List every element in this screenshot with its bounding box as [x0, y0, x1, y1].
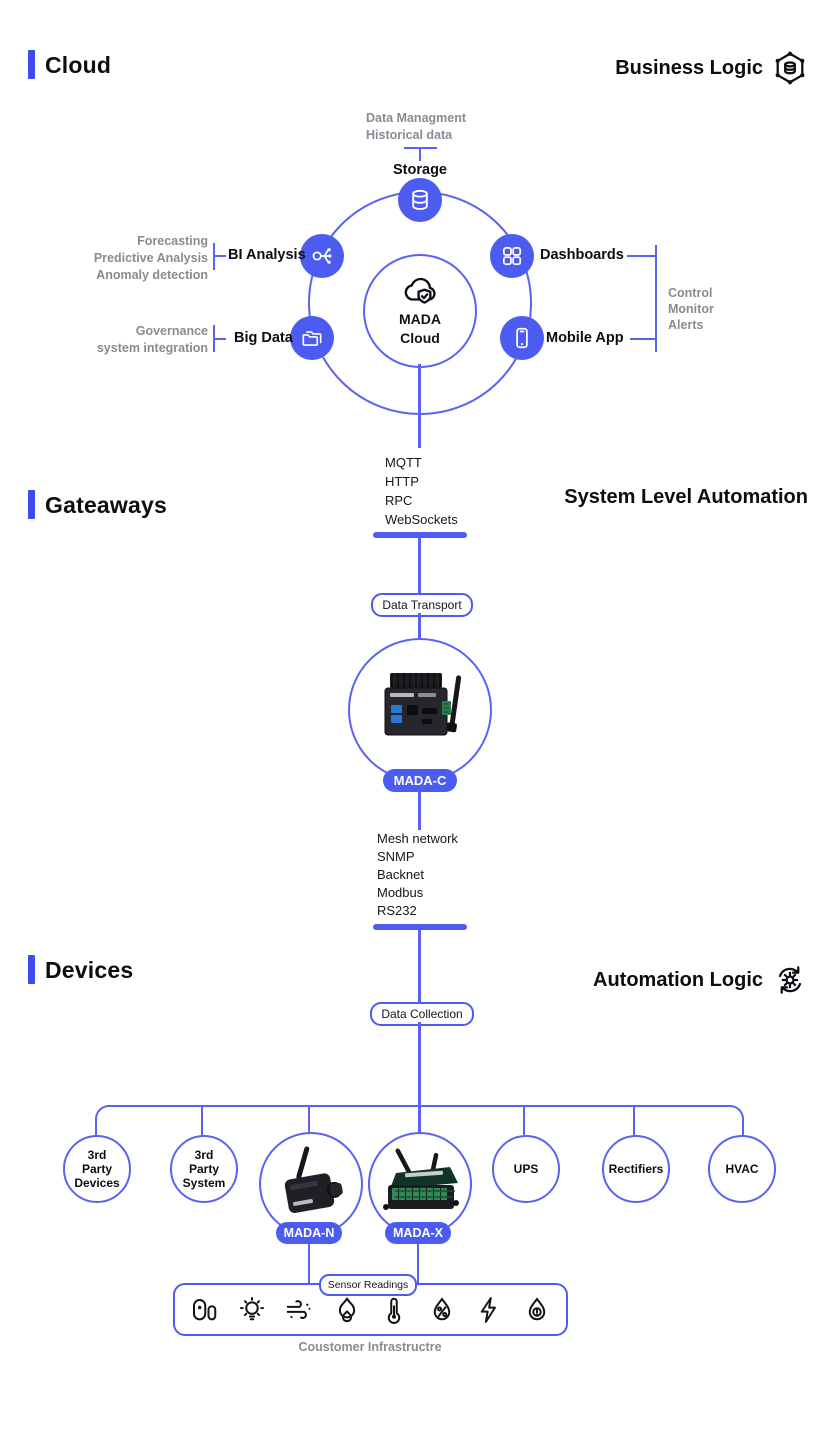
mada-n-circle — [259, 1132, 363, 1236]
mada-x-sensor-connector — [417, 1244, 419, 1284]
protocol-item: SNMP — [377, 849, 415, 864]
control-annotation: Control Monitor Alerts — [668, 286, 714, 332]
door-contact-icon — [189, 1295, 219, 1325]
big-data-label: Big Data — [234, 330, 293, 346]
light-icon — [237, 1295, 267, 1325]
storage-node — [398, 178, 442, 222]
big-data-node — [290, 316, 334, 360]
protocol-item: MQTT — [385, 455, 422, 470]
fire-icon — [332, 1295, 362, 1325]
gateway-bus-bar — [373, 532, 467, 538]
gateways-section-title: Gateaways — [45, 492, 167, 518]
gateway-protocols-list: Mesh network SNMP Backnet Modbus RS232 — [377, 830, 458, 920]
protocol-item: HTTP — [385, 474, 419, 489]
power-icon — [474, 1295, 504, 1325]
storage-label: Storage — [393, 162, 447, 178]
bi-analysis-node — [300, 234, 344, 278]
devices-section-title: Devices — [45, 957, 134, 983]
big-data-bracket-h — [213, 338, 226, 340]
customer-infrastructure-label: Coustomer Infrastructre — [298, 1340, 442, 1354]
pill-gateway-connector — [418, 613, 421, 640]
collection-tree-connector — [418, 1022, 421, 1132]
air-quality-icon — [284, 1295, 314, 1325]
system-level-automation-label: System Level Automation — [564, 486, 808, 508]
cloud-protocols-list: MQTT HTTP RPC WebSockets — [385, 453, 458, 529]
ups-circle: UPS — [492, 1135, 560, 1203]
folders-icon — [299, 325, 325, 351]
sensor-readings-box — [173, 1283, 568, 1336]
temperature-icon — [379, 1295, 409, 1325]
data-transport-pill: Data Transport — [371, 593, 473, 617]
third-party-devices-circle: 3rd Party Devices — [63, 1135, 131, 1203]
sensor-readings-pill: Sensor Readings — [319, 1274, 417, 1296]
mada-cloud-label: MADA Cloud — [399, 311, 441, 346]
protocol-item: Mesh network — [377, 831, 458, 846]
business-logic-label: Business Logic — [615, 56, 763, 79]
devices-section-bar — [28, 955, 35, 984]
smartphone-icon — [509, 325, 535, 351]
business-logic-label-group: Business Logic — [615, 50, 808, 86]
automation-logic-label-group: Automation Logic — [593, 962, 808, 998]
automation-logic-icon — [772, 962, 808, 998]
mobile-app-label: Mobile App — [546, 330, 624, 346]
mada-n-pill: MADA-N — [276, 1222, 342, 1244]
mada-c-device-image — [370, 667, 470, 753]
hvac-circle: HVAC — [708, 1135, 776, 1203]
gateway-circle — [348, 638, 492, 782]
database-icon — [407, 187, 433, 213]
drop-line — [201, 1107, 203, 1135]
cloud-gateway-connector — [418, 364, 421, 448]
third-party-system-circle: 3rd Party System — [170, 1135, 238, 1203]
dashboard-grid-icon — [499, 243, 525, 269]
rectifiers-circle: Rectifiers — [602, 1135, 670, 1203]
dashboards-label: Dashboards — [540, 247, 624, 263]
mobile-app-node — [500, 316, 544, 360]
cloud-section-bar — [28, 50, 35, 79]
mobile-line — [630, 338, 655, 340]
protocol-item: RPC — [385, 493, 413, 508]
data-collection-pill: Data Collection — [370, 1002, 474, 1026]
mada-x-pill: MADA-X — [385, 1222, 451, 1244]
mada-cloud-circle: MADA Cloud — [363, 254, 477, 368]
business-logic-icon — [772, 50, 808, 86]
drop-line — [308, 1107, 310, 1132]
drop-line — [523, 1107, 525, 1135]
big-data-annotation: Governance system integration — [96, 324, 208, 355]
bar-pill-connector — [418, 538, 421, 593]
water-leak-icon — [522, 1295, 552, 1325]
right-bracket-v — [655, 245, 657, 352]
bi-bracket-h — [213, 255, 226, 257]
devices-bus-bar — [373, 924, 467, 930]
devices-tree-line — [95, 1105, 744, 1136]
humidity-icon — [427, 1295, 457, 1325]
dashboards-line — [627, 255, 655, 257]
bi-analysis-annotation: Forecasting Predictive Analysis Anomaly … — [93, 234, 208, 282]
cloud-section-title: Cloud — [45, 52, 112, 78]
drop-line — [633, 1107, 635, 1135]
protocol-item: WebSockets — [385, 512, 458, 527]
protocol-item: RS232 — [377, 903, 417, 918]
bi-analysis-label: BI Analysis — [228, 247, 306, 263]
mada-x-circle — [368, 1132, 472, 1236]
cloud-check-icon — [400, 274, 440, 308]
protocol-item: Modbus — [377, 885, 424, 900]
ai-network-icon — [309, 243, 335, 269]
mada-c-pill: MADA-C — [383, 769, 457, 792]
mada-n-device-image — [273, 1144, 349, 1224]
mada-x-device-image — [378, 1145, 462, 1223]
protocol-item: Backnet — [377, 867, 424, 882]
automation-logic-label: Automation Logic — [593, 968, 763, 991]
storage-bracket-v — [419, 147, 421, 161]
gateways-section-bar — [28, 490, 35, 519]
mada-n-sensor-connector — [308, 1244, 310, 1284]
bar-collection-connector — [418, 930, 421, 1002]
dashboards-node — [490, 234, 534, 278]
gateway-devices-connector — [418, 792, 421, 830]
storage-annotation: Data Managment Historical data — [366, 111, 467, 142]
